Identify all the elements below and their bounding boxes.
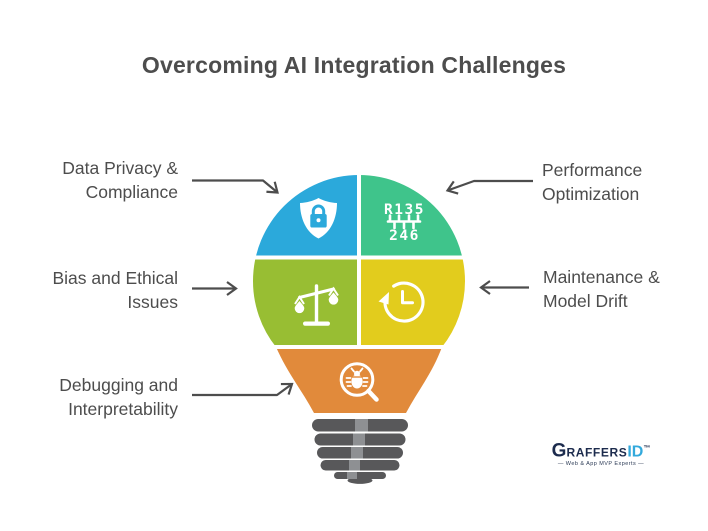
label-bias-ethical: Bias and Ethical Issues [53, 266, 179, 314]
gear-gates [386, 214, 422, 230]
bug-head [354, 370, 360, 377]
arrow-performance [445, 179, 533, 195]
graffersid-logo: GRAFFERSID™ — Web & App MVP Experts — [543, 440, 659, 467]
shield-lock-icon [300, 198, 337, 239]
scale-pan-right [328, 292, 339, 305]
label-line: Optimization [542, 184, 640, 204]
arrow-debugging [192, 382, 294, 397]
label-line: Interpretability [68, 399, 178, 419]
gear-text-bottom: 246 [389, 228, 420, 244]
history-clock-icon [378, 281, 425, 323]
gear-text-top: R135 [384, 202, 425, 218]
bug-antennae [350, 367, 364, 373]
scale-hanger [328, 286, 339, 297]
arrow-data-privacy [192, 179, 279, 194]
logo-wordmark: GRAFFERSID™ [543, 440, 659, 461]
label-line: Compliance [85, 182, 178, 202]
label-line: Bias and Ethical [52, 268, 179, 288]
scale-pan-left [294, 301, 305, 314]
label-debugging: Debugging and Interpretability [59, 373, 178, 421]
balance-scale-icon [294, 284, 339, 326]
logo-text-id: ID [627, 443, 644, 461]
logo-text-left: RAFFERS [566, 445, 628, 460]
magnifier-lens [339, 362, 375, 397]
trademark-symbol: ™ [643, 445, 651, 452]
segment-maintenance [361, 259, 466, 345]
label-line: Model Drift [543, 291, 628, 311]
logo-tagline: — Web & App MVP Experts — [557, 461, 645, 468]
bug-legs [345, 377, 369, 387]
segment-bias [252, 259, 357, 345]
callout-arrows [192, 179, 533, 397]
logo-letter-g: G [551, 440, 567, 462]
bug-body [351, 374, 363, 389]
scale-hanger [294, 295, 305, 305]
bug-search-icon [339, 362, 379, 402]
label-maintenance: Maintenance & Model Drift [543, 265, 660, 313]
label-line: Maintenance & [543, 267, 660, 287]
segment-performance [361, 175, 466, 256]
page-title: Overcoming AI Integration Challenges [141, 52, 567, 78]
magnifier-handle [366, 388, 379, 402]
history-arc [383, 281, 425, 323]
label-line: Performance [542, 160, 643, 180]
clock-hands [401, 290, 414, 305]
label-data-privacy: Data Privacy & Compliance [62, 156, 178, 204]
lock-shackle [311, 204, 326, 214]
scale-beam [298, 287, 335, 299]
lock-keyhole [316, 218, 321, 223]
segment-data-privacy [252, 175, 357, 256]
history-arrowhead [378, 292, 389, 305]
gear-shift-icon: R135 246 [384, 202, 425, 244]
label-line: Data Privacy & [62, 158, 178, 178]
label-performance: Performance Optimization [542, 158, 642, 206]
base-highlight [347, 419, 368, 479]
label-line: Debugging and [59, 375, 178, 395]
scale-base [303, 321, 330, 326]
bulb-segments [252, 175, 466, 413]
label-line: Issues [127, 292, 178, 312]
